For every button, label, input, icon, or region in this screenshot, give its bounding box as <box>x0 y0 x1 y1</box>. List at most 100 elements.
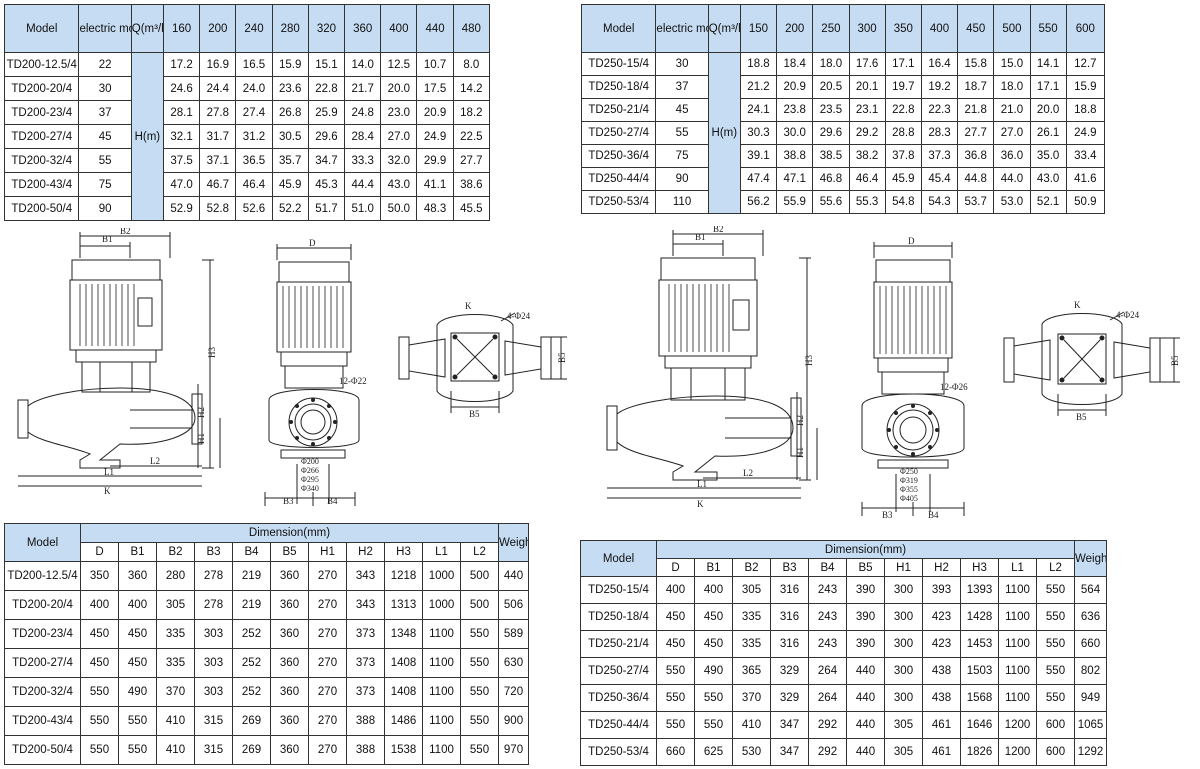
dimension-value-cell: 270 <box>308 677 347 707</box>
head-value-cell: 20.0 <box>380 76 418 101</box>
dimension-value-cell: 550 <box>1036 576 1075 604</box>
weight-cell: 440 <box>498 561 529 591</box>
dimension-value-cell: 305 <box>732 576 771 604</box>
weight-cell: 589 <box>498 619 529 649</box>
dimension-value-cell: 305 <box>884 711 923 739</box>
head-value-cell: 17.2 <box>162 52 201 77</box>
head-value-cell: 28.4 <box>344 124 382 149</box>
weight-cell: 802 <box>1074 657 1107 685</box>
dim-label-b5-side: B5 <box>557 352 567 363</box>
motor-power-cell: 45 <box>78 124 132 149</box>
dimension-value-cell: 347 <box>770 711 809 739</box>
dimension-column-header: B3 <box>770 558 809 577</box>
model-cell: TD200-32/4 <box>4 677 81 707</box>
head-value-cell: 52.2 <box>271 196 309 221</box>
head-value-cell: 17.6 <box>848 52 886 76</box>
dimension-value-cell: 550 <box>460 706 499 736</box>
dimension-value-cell: 400 <box>80 590 119 620</box>
dimension-value-cell: 343 <box>346 590 385 620</box>
dimension-value-cell: 550 <box>1036 603 1075 631</box>
dim-label-l2: L2 <box>743 468 753 478</box>
model-cell: TD200-12.5/4 <box>4 561 81 591</box>
model-header: Model <box>3 4 80 53</box>
flow-header: Q(m³/h) <box>130 4 164 53</box>
flow-value: 450 <box>957 4 995 53</box>
dimension-column-header: H3 <box>960 558 999 577</box>
flow-value: 600 <box>1065 4 1106 53</box>
dimension-value-cell: 1100 <box>998 684 1037 712</box>
head-value-cell: 18.2 <box>452 100 491 125</box>
dimension-value-cell: 450 <box>656 630 695 658</box>
head-value-cell: 21.0 <box>993 98 1031 122</box>
motor-power-cell: 37 <box>78 100 132 125</box>
head-value-cell: 55.6 <box>812 190 850 214</box>
head-value-cell: 55.9 <box>776 190 814 214</box>
model-header: Model <box>580 540 657 577</box>
motor-power-cell: 30 <box>78 76 132 101</box>
dimension-group-header: Dimension(mm) <box>80 523 499 543</box>
head-value-cell: 52.9 <box>162 196 201 221</box>
head-value-cell: 24.4 <box>199 76 237 101</box>
dimension-value-cell: 315 <box>194 735 233 765</box>
head-value-cell: 22.8 <box>307 76 346 101</box>
dimension-value-cell: 1453 <box>960 630 999 658</box>
motor-power-cell: 55 <box>655 121 709 145</box>
dimension-value-cell: 219 <box>232 561 271 591</box>
dimension-column-header: D <box>656 558 695 577</box>
dimension-value-cell: 243 <box>808 576 847 604</box>
dimension-value-cell: 1646 <box>960 711 999 739</box>
dim-label-h2: H2 <box>196 407 206 418</box>
dimension-value-cell: 450 <box>80 648 119 678</box>
motor-power-cell: 75 <box>78 172 132 197</box>
model-cell: TD250-53/4 <box>580 190 657 214</box>
flow-value: 350 <box>884 4 922 53</box>
dimension-value-cell: 1200 <box>998 711 1037 739</box>
dimension-value-cell: 390 <box>846 603 885 631</box>
diameter-label-2: Φ266 <box>301 466 319 475</box>
head-value-cell: 8.0 <box>452 52 491 77</box>
dimension-value-cell: 450 <box>694 603 733 631</box>
head-value-cell: 30.0 <box>776 121 814 145</box>
head-value-cell: 27.0 <box>380 124 418 149</box>
dimension-value-cell: 450 <box>694 630 733 658</box>
head-value-cell: 16.5 <box>235 52 273 77</box>
dimension-value-cell: 550 <box>80 706 119 736</box>
pump-side-view-td200: B1 B2 H3 H2 H1 L2 L1 K <box>17 228 221 496</box>
dim-label-b3: B3 <box>882 510 893 520</box>
dimension-value-cell: 1428 <box>960 603 999 631</box>
head-value-cell: 41.1 <box>416 172 454 197</box>
dim-label-b2: B2 <box>120 228 131 236</box>
dimension-value-cell: 450 <box>656 603 695 631</box>
flow-header: Q(m³/h) <box>707 4 741 53</box>
dimension-value-cell: 1486 <box>384 706 423 736</box>
dimension-column-header: B4 <box>232 542 271 562</box>
head-value-cell: 12.7 <box>1065 52 1106 76</box>
dimension-value-cell: 440 <box>846 684 885 712</box>
head-value-cell: 46.4 <box>235 172 273 197</box>
dimension-value-cell: 316 <box>770 630 809 658</box>
head-value-cell: 37.5 <box>162 148 201 173</box>
head-value-cell: 19.2 <box>920 75 959 99</box>
head-value-cell: 14.0 <box>344 52 382 77</box>
dimension-column-header: H1 <box>308 542 347 562</box>
dimension-value-cell: 270 <box>308 735 347 765</box>
diameter-label-4: Φ340 <box>301 484 319 493</box>
head-value-cell: 19.7 <box>884 75 922 99</box>
dim-label-d: D <box>908 236 915 246</box>
dimension-value-cell: 550 <box>118 706 157 736</box>
dimension-value-cell: 347 <box>770 738 809 766</box>
dimension-column-header: B1 <box>118 542 157 562</box>
dim-label-b2: B2 <box>713 226 724 234</box>
dimension-value-cell: 300 <box>884 657 923 685</box>
head-value-cell: 44.4 <box>344 172 382 197</box>
head-value-cell: 20.0 <box>1029 98 1067 122</box>
flow-value: 550 <box>1029 4 1067 53</box>
head-value-cell: 46.7 <box>199 172 237 197</box>
head-value-cell: 24.0 <box>235 76 273 101</box>
head-value-cell: 37.8 <box>884 144 922 168</box>
dimension-column-header: B1 <box>694 558 733 577</box>
